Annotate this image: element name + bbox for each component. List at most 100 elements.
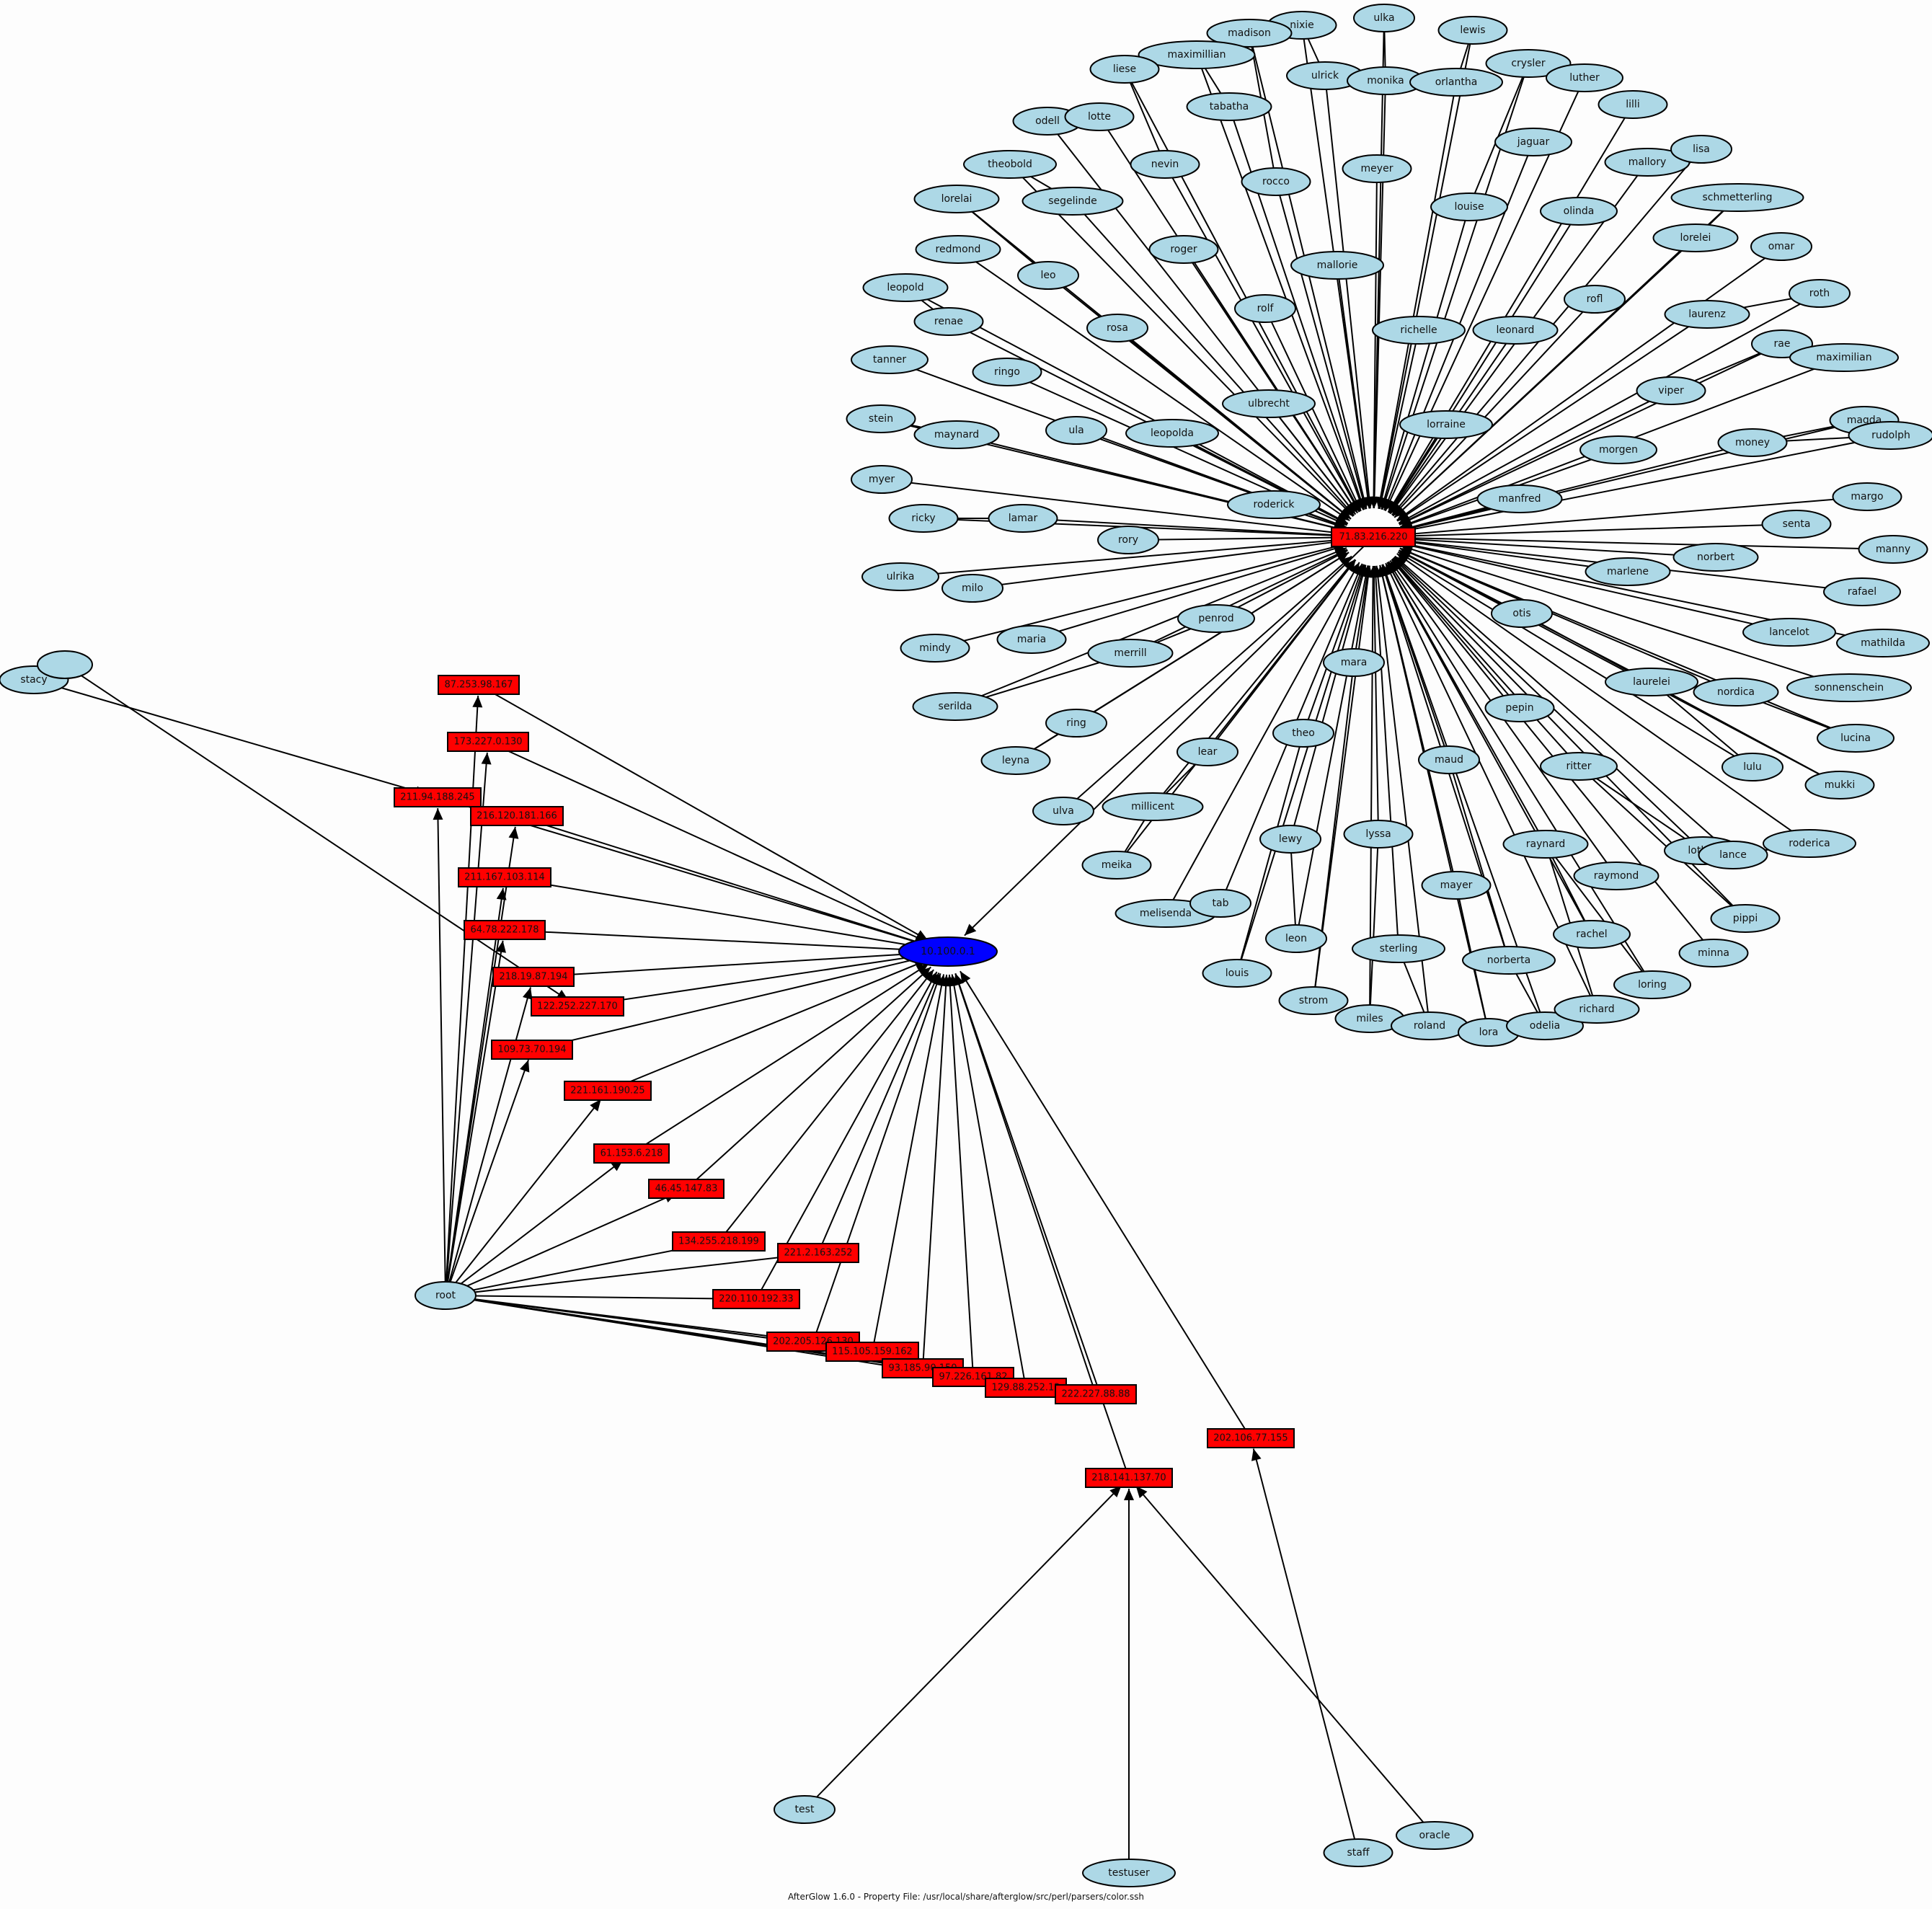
user-node[interactable]: omar	[1750, 232, 1812, 261]
user-node[interactable]: test	[774, 1795, 836, 1824]
user-node[interactable]: lotte	[1064, 102, 1135, 131]
user-node[interactable]: laurenz	[1664, 300, 1750, 329]
user-node[interactable]: mallorie	[1290, 251, 1384, 280]
user-node[interactable]: tanner	[851, 345, 929, 374]
user-node[interactable]: myer	[851, 465, 913, 494]
user-node[interactable]: lear	[1177, 738, 1238, 766]
user-node[interactable]: norbert	[1672, 543, 1759, 572]
user-node[interactable]: lamar	[988, 504, 1058, 533]
user-node[interactable]: rudolph	[1848, 421, 1932, 450]
ip-node[interactable]: 216.120.181.166	[470, 806, 564, 826]
user-node[interactable]: renae	[913, 307, 984, 336]
user-node[interactable]: ring	[1045, 709, 1107, 738]
user-node[interactable]: odelia	[1506, 1011, 1584, 1040]
user-node[interactable]: lisa	[1670, 135, 1732, 164]
user-node[interactable]: leopolda	[1125, 419, 1219, 448]
user-node[interactable]: roger	[1148, 235, 1219, 264]
ip-node[interactable]: 115.105.159.162	[825, 1342, 919, 1362]
user-node[interactable]: ringo	[972, 358, 1042, 386]
user-node[interactable]: nordica	[1693, 678, 1779, 707]
target-node[interactable]: 10.100.0.1	[898, 936, 998, 967]
user-node[interactable]: senta	[1761, 510, 1832, 539]
user-node[interactable]: lilli	[1598, 90, 1668, 119]
user-node[interactable]: milo	[941, 574, 1003, 603]
user-node[interactable]: mallory	[1604, 148, 1690, 177]
user-node[interactable]: louise	[1430, 192, 1508, 221]
user-node[interactable]: pepin	[1484, 694, 1555, 722]
hub-ip-node[interactable]: 71.83.216.220	[1331, 527, 1416, 547]
user-node[interactable]: maximillian	[1138, 40, 1256, 69]
user-node[interactable]: viper	[1636, 376, 1706, 405]
user-node[interactable]: lorelei	[1652, 223, 1739, 252]
ip-node[interactable]: 87.253.98.167	[438, 675, 520, 695]
user-node[interactable]: roderica	[1763, 829, 1856, 858]
ip-node[interactable]: 109.73.70.194	[491, 1040, 573, 1060]
user-node[interactable]: rory	[1097, 526, 1159, 554]
user-node[interactable]: ritter	[1540, 752, 1618, 781]
user-node[interactable]: pippi	[1710, 904, 1781, 933]
user-node[interactable]: root	[415, 1281, 477, 1310]
ip-node[interactable]: 129.88.252.12	[985, 1378, 1067, 1398]
user-node[interactable]: margo	[1832, 482, 1902, 511]
user-node[interactable]: rafael	[1823, 577, 1901, 606]
user-node[interactable]: lulu	[1721, 753, 1783, 781]
user-node[interactable]: marlene	[1585, 557, 1671, 586]
ip-node[interactable]: 122.252.227.170	[531, 996, 624, 1016]
user-node[interactable]: olinda	[1540, 197, 1618, 226]
user-node[interactable]: rolf	[1234, 294, 1296, 323]
user-node[interactable]: nevin	[1130, 150, 1200, 179]
user-node[interactable]: raymond	[1573, 862, 1660, 890]
user-node[interactable]: mara	[1323, 648, 1385, 677]
ip-node[interactable]: 46.45.147.83	[648, 1179, 724, 1199]
ip-node[interactable]: 211.94.188.245	[394, 787, 482, 807]
ip-node[interactable]: 221.2.163.252	[777, 1243, 859, 1263]
ip-node[interactable]: 218.141.137.70	[1085, 1468, 1173, 1488]
user-node[interactable]: sonnenschein	[1786, 673, 1912, 702]
user-node[interactable]: raynard	[1502, 830, 1589, 859]
user-node[interactable]: loring	[1613, 970, 1691, 999]
user-node[interactable]: rofl	[1564, 285, 1626, 314]
user-node[interactable]: leo	[1017, 261, 1079, 290]
user-node[interactable]: roth	[1789, 279, 1851, 308]
ip-node[interactable]: 218.19.87.194	[492, 967, 575, 987]
user-node[interactable]: leyna	[980, 746, 1051, 775]
user-node[interactable]: rosa	[1086, 314, 1148, 342]
user-node[interactable]: otis	[1491, 599, 1553, 628]
user-node[interactable]: sterling	[1352, 934, 1445, 963]
user-node[interactable]: tabatha	[1186, 92, 1272, 121]
user-node[interactable]: lancelot	[1742, 618, 1836, 647]
user-node[interactable]: meyer	[1342, 154, 1412, 183]
user-node[interactable]: laurelei	[1605, 668, 1698, 696]
user-node[interactable]: theobold	[963, 150, 1057, 179]
user-node[interactable]: ulrika	[861, 562, 939, 591]
user-node[interactable]: mindy	[900, 634, 970, 663]
ip-node[interactable]: 173.227.0.130	[447, 732, 529, 752]
user-node[interactable]: lorelai	[913, 185, 1000, 213]
user-node[interactable]: ula	[1045, 416, 1107, 445]
user-node[interactable]: mukki	[1804, 771, 1875, 800]
ip-node[interactable]: 220.110.192.33	[712, 1289, 800, 1309]
user-node[interactable]: luther	[1546, 63, 1623, 92]
user-node[interactable]: lucina	[1817, 724, 1895, 753]
ip-node[interactable]: 134.255.218.199	[672, 1231, 766, 1252]
user-node[interactable]: ulka	[1353, 4, 1415, 32]
user-node[interactable]: leopold	[862, 273, 949, 302]
user-node[interactable]: manfred	[1476, 484, 1563, 513]
ip-node[interactable]: 222.227.88.88	[1055, 1384, 1137, 1404]
user-node[interactable]: maria	[996, 625, 1067, 654]
user-node[interactable]: jaguar	[1494, 128, 1572, 156]
user-node[interactable]: meika	[1081, 851, 1152, 880]
user-node[interactable]: stein	[846, 404, 916, 433]
user-node[interactable]: lewy	[1259, 825, 1321, 854]
user-node[interactable]: leonard	[1472, 316, 1559, 345]
user-node[interactable]: penrod	[1177, 604, 1255, 633]
user-node[interactable]: mathilda	[1836, 629, 1930, 657]
user-node[interactable]: serilda	[912, 692, 998, 721]
user-node[interactable]: theo	[1272, 719, 1334, 748]
user-node[interactable]: ulva	[1032, 797, 1094, 825]
user-node[interactable]: orlantha	[1409, 68, 1503, 97]
user-node[interactable]: lance	[1698, 841, 1768, 869]
user-node[interactable]: louis	[1202, 959, 1272, 988]
user-node[interactable]: lorraine	[1399, 410, 1493, 439]
user-node[interactable]: rocco	[1241, 167, 1311, 196]
